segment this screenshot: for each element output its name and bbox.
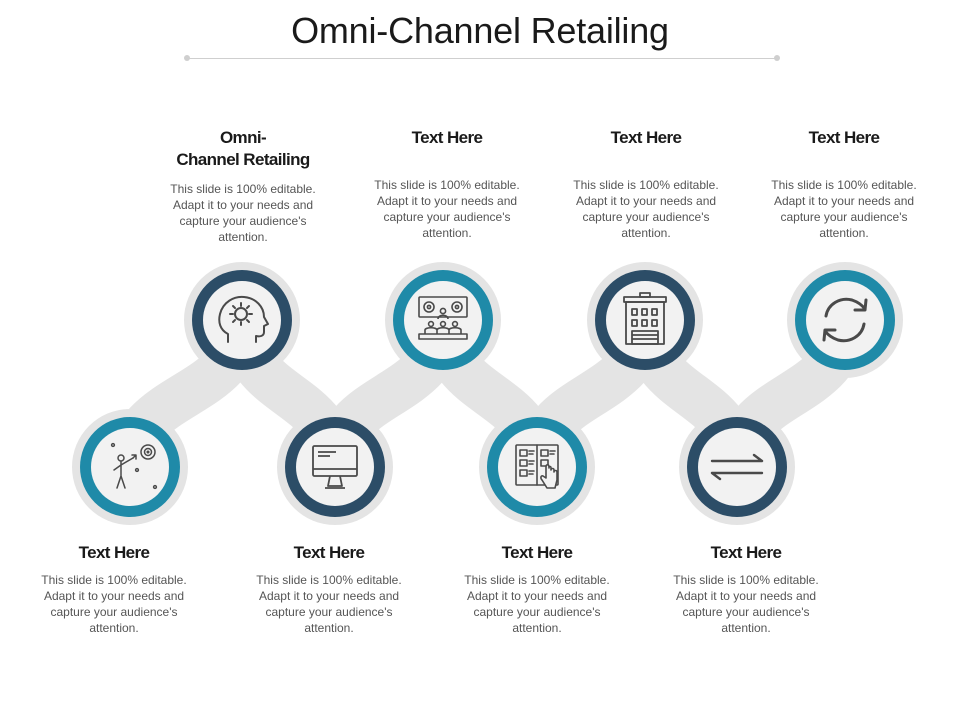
- block-description: This slide is 100% editable. Adapt it to…: [170, 182, 316, 244]
- node-inner: [698, 428, 776, 506]
- block-heading: Text Here: [411, 128, 483, 147]
- meeting-presentation-icon: [418, 296, 468, 340]
- catalog-touch-icon: [515, 444, 559, 489]
- target-aim-icon: [110, 442, 158, 490]
- node-top-3: [587, 262, 703, 378]
- block-description: This slide is 100% editable. Adapt it to…: [41, 573, 187, 635]
- block-description: This slide is 100% editable. Adapt it to…: [673, 573, 819, 635]
- block-heading: Text Here: [610, 128, 682, 147]
- node-inner: [404, 281, 482, 359]
- top-block-4: Text Here This slide is 100% editable. A…: [764, 127, 924, 241]
- top-block-2: Text Here This slide is 100% editable. A…: [367, 127, 527, 241]
- bottom-block-1: Text Here This slide is 100% editable. A…: [34, 542, 194, 636]
- block-heading: Text Here: [293, 543, 365, 562]
- bottom-block-4: Text Here This slide is 100% editable. A…: [666, 542, 826, 636]
- block-description: This slide is 100% editable. Adapt it to…: [464, 573, 610, 635]
- exchange-arrows-icon: [710, 453, 764, 481]
- node-inner: [296, 428, 374, 506]
- block-description: This slide is 100% editable. Adapt it to…: [256, 573, 402, 635]
- top-block-1: Omni- Channel Retailing This slide is 10…: [163, 127, 323, 245]
- divider-line: [187, 57, 777, 59]
- node-top-1: [184, 262, 300, 378]
- node-bottom-2: [277, 409, 393, 525]
- bottom-block-2: Text Here This slide is 100% editable. A…: [249, 542, 409, 636]
- slide-title: Omni-Channel Retailing: [291, 10, 669, 51]
- node-inner: [91, 428, 169, 506]
- top-block-3: Text Here This slide is 100% editable. A…: [566, 127, 726, 241]
- block-description: This slide is 100% editable. Adapt it to…: [573, 178, 719, 240]
- node-top-2: [385, 262, 501, 378]
- block-description: This slide is 100% editable. Adapt it to…: [374, 178, 520, 240]
- block-heading: Text Here: [808, 128, 880, 147]
- node-top-4: [787, 262, 903, 378]
- node-inner: [806, 281, 884, 359]
- block-heading: Text Here: [78, 543, 150, 562]
- building-icon: [623, 292, 667, 345]
- node-bottom-1: [72, 409, 188, 525]
- block-heading: Text Here: [710, 543, 782, 562]
- block-description: This slide is 100% editable. Adapt it to…: [771, 178, 917, 240]
- refresh-cycle-icon: [822, 297, 868, 343]
- node-bottom-3: [479, 409, 595, 525]
- block-heading: Omni- Channel Retailing: [176, 128, 310, 169]
- divider-dot-right: [774, 55, 780, 61]
- title-divider: [184, 54, 780, 62]
- monitor-icon: [312, 445, 358, 489]
- block-heading: Text Here: [501, 543, 573, 562]
- node-bottom-4: [679, 409, 795, 525]
- head-gear-icon: [218, 295, 269, 343]
- bottom-block-3: Text Here This slide is 100% editable. A…: [457, 542, 617, 636]
